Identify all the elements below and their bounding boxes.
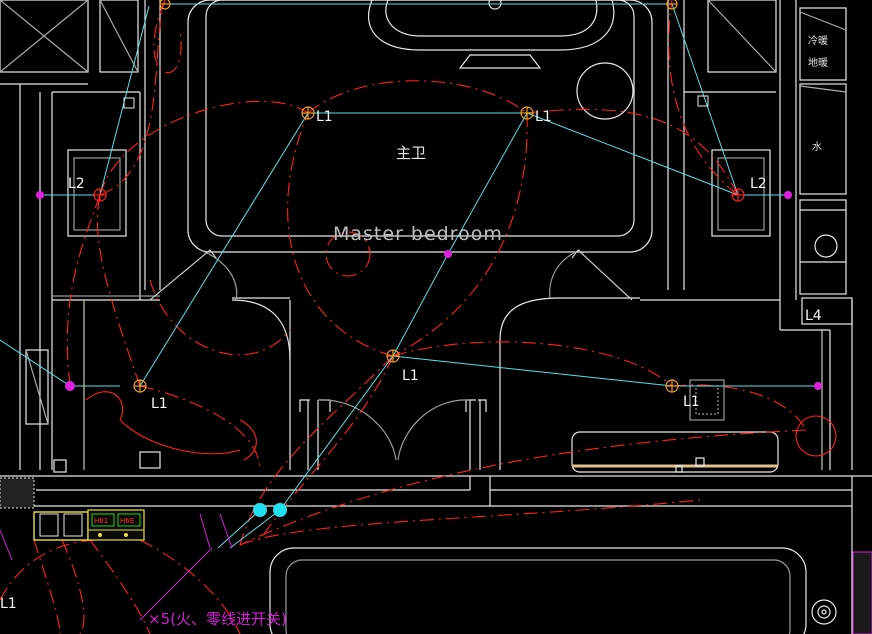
light-fixture-top-right	[666, 0, 678, 10]
light-fixture-l2-left	[93, 188, 107, 202]
fixture-label-l2-right: L2	[750, 176, 767, 192]
light-fixtures	[93, 0, 745, 393]
wardrobe-label: 冷暖	[808, 34, 828, 47]
wiring	[0, 3, 818, 549]
fixture-label-l1-e: L1	[683, 394, 700, 410]
wardrobe-label: 地暖	[808, 56, 828, 69]
junction-point	[814, 382, 822, 390]
wardrobe-label: 水	[812, 141, 822, 153]
hatched-blocks	[0, 477, 872, 634]
wardrobe-labels: 冷暖 地暖 水	[808, 34, 828, 153]
junction-point	[784, 191, 792, 199]
fixture-label-l1-c: L1	[402, 368, 419, 384]
switch-tag: H61	[94, 517, 108, 525]
fixture-labels: L1 L1 L1 L1 L1 L1 L2 L2 L4	[0, 109, 822, 612]
junction-point	[444, 250, 452, 258]
riser-point	[273, 503, 287, 517]
switch-panel	[33, 509, 145, 541]
circuit-loops	[85, 231, 837, 461]
junction-points	[36, 191, 822, 517]
light-fixture-l1-e	[665, 379, 679, 393]
switch-tags: H61 H6E	[94, 517, 134, 525]
light-fixture-l1-d	[133, 379, 147, 393]
switch-points	[123, 95, 709, 109]
riser-point	[253, 503, 267, 517]
fixture-label-l1-d: L1	[151, 396, 168, 412]
fixture-label-l1-b: L1	[535, 109, 552, 125]
switch-tag: H6E	[120, 517, 134, 525]
light-fixture-l1-c	[386, 349, 400, 363]
fixture-label-l2-left: L2	[68, 176, 85, 192]
note-leaders	[0, 513, 233, 621]
light-fixture-top-left	[159, 0, 171, 10]
junction-point	[36, 191, 44, 199]
room-label: Master bedroom	[333, 223, 503, 245]
light-fixture-l1-a	[301, 106, 315, 120]
junction-point	[65, 381, 75, 391]
wiring-note: ×5(火、零线进开关)	[148, 610, 287, 628]
room-label-cn: 主卫	[396, 144, 426, 162]
fixture-label-l4: L4	[805, 308, 822, 324]
fixture-label-l1-f: L1	[0, 596, 17, 612]
circuit-routes	[0, 0, 807, 634]
light-fixture-l1-b	[520, 106, 534, 120]
fixture-label-l1-a: L1	[316, 109, 333, 125]
light-fixture-l2-right	[731, 188, 745, 202]
